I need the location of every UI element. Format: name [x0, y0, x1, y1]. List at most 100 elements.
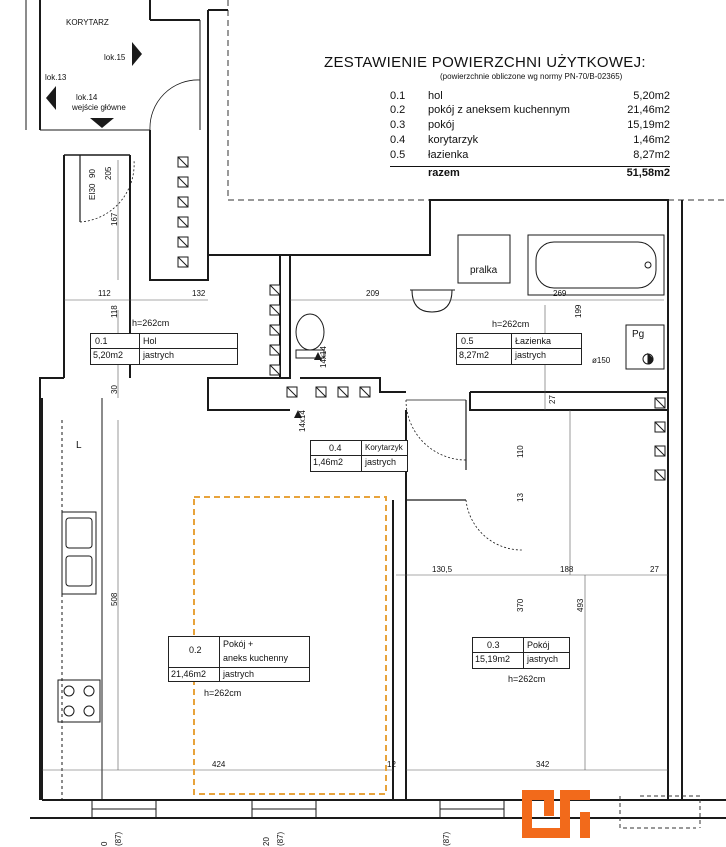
dim-27-a: 27 — [650, 565, 659, 574]
summary-row-no: 0.5 — [390, 149, 406, 161]
summary-row: 0.5 łazienka 8,27m2 — [390, 149, 670, 163]
room-area: 21,46m2 — [171, 669, 207, 679]
logo-dashes — [619, 795, 701, 829]
dim-342: 342 — [536, 760, 550, 769]
summary-row-no: 0.1 — [390, 90, 406, 102]
gas-pipe-label: ø150 — [592, 356, 611, 365]
room-box-pokoj-aneks: 0.2 Pokój + aneks kuchenny 21,46m2 jastr… — [168, 636, 310, 682]
summary-row-name: pokój — [428, 119, 455, 131]
hol-height: h=262cm — [132, 318, 170, 328]
dim-508: 508 — [110, 592, 119, 606]
dim-370: 370 — [516, 598, 525, 612]
summary-subtitle: (powierzchnie obliczone wg normy PN-70/B… — [440, 72, 623, 81]
room-no: 0.2 — [189, 645, 202, 655]
room-box-korytarzyk: 0.4 Korytarzyk 1,46m2 jastrych — [310, 440, 408, 472]
duct-size-label-b: 14x14 — [298, 410, 307, 432]
summary-row-area: 1,46m2 — [633, 134, 670, 146]
corridor-label: KORYTARZ — [66, 18, 109, 27]
dim-27-b: 27 — [548, 395, 557, 404]
bottom-dim-20: 20 — [262, 837, 271, 846]
duct-size-label-a: 14x14 — [319, 346, 328, 368]
dim-12: 12 — [387, 760, 396, 769]
orange-dashed-zone — [193, 496, 387, 795]
windows — [91, 799, 505, 819]
room-floor: jastrych — [527, 654, 559, 664]
summary-row-no: 0.4 — [390, 134, 406, 146]
summary-row-name: hol — [428, 90, 443, 102]
room-area: 15,19m2 — [475, 654, 511, 664]
pokoj-height: h=262cm — [508, 674, 546, 684]
room-box-hol: 0.1 Hol 5,20m2 jastrych — [90, 333, 238, 365]
room-name: Pokój — [527, 640, 550, 650]
logo-mark — [522, 790, 590, 838]
bathroom-fixtures — [295, 234, 665, 370]
bottom-dim-87-c: (87) — [442, 831, 451, 846]
summary-row: 0.3 pokój 15,19m2 — [390, 119, 670, 133]
dim-118: 118 — [110, 305, 119, 318]
doors — [64, 154, 523, 551]
kitchen-l-label: L — [76, 440, 82, 451]
summary-total-label: razem — [428, 167, 460, 179]
corridor-walls — [25, 0, 201, 131]
lok15-label: lok.15 — [104, 53, 126, 62]
room-name-line2: aneks kuchenny — [223, 653, 289, 663]
vent-ducts — [177, 156, 666, 481]
summary-row: 0.1 hol 5,20m2 — [390, 90, 670, 104]
room-area: 5,20m2 — [93, 350, 124, 360]
dim-269: 269 — [553, 289, 567, 298]
gas-label: Pg — [632, 329, 645, 340]
room-floor: jastrych — [223, 669, 255, 679]
room-area: 1,46m2 — [313, 457, 344, 467]
dim-130-5: 130,5 — [432, 565, 453, 574]
summary-row: 0.2 pokój z aneksem kuchennym 21,46m2 — [390, 104, 670, 118]
summary-row-no: 0.3 — [390, 119, 406, 131]
summary-row-name: korytarzyk — [428, 134, 479, 146]
summary-row: 0.4 korytarzyk 1,46m2 — [390, 134, 670, 148]
bottom-dim-0: 0 — [100, 841, 109, 846]
room-no: 0.3 — [487, 640, 500, 650]
summary-total-row: razem 51,58m2 — [390, 166, 670, 181]
room-floor: jastrych — [143, 350, 175, 360]
pokoj-aneks-height: h=262cm — [204, 688, 242, 698]
summary-row-name: pokój z aneksem kuchennym — [428, 104, 570, 116]
room-name: Hol — [143, 336, 157, 346]
dim-167: 167 — [110, 212, 119, 226]
bottom-dim-87-b: (87) — [276, 831, 285, 846]
room-no: 0.1 — [95, 336, 108, 346]
summary-row-area: 15,19m2 — [627, 119, 670, 131]
summary-row-name: łazienka — [428, 149, 469, 161]
dim-199: 199 — [574, 304, 583, 318]
room-name-line1: Pokój + — [223, 639, 254, 649]
door-205-label: 205 — [104, 166, 113, 180]
room-floor: jastrych — [515, 350, 547, 360]
lok13-label: lok.13 — [45, 73, 67, 82]
lazienka-height: h=262cm — [492, 319, 530, 329]
main-entrance-label: wejście główne — [72, 103, 126, 112]
summary-row-area: 21,46m2 — [627, 104, 670, 116]
door-90-label: 90 — [88, 169, 97, 178]
summary-row-no: 0.2 — [390, 104, 406, 116]
room-box-pokoj: 0.3 Pokój 15,19m2 jastrych — [472, 637, 570, 669]
bottom-dim-87-a: (87) — [114, 831, 123, 846]
dim-424: 424 — [212, 760, 226, 769]
room-area: 8,27m2 — [459, 350, 490, 360]
room-no: 0.5 — [461, 336, 474, 346]
dim-30: 30 — [110, 385, 119, 394]
door-ei30-label: EI30 — [88, 183, 97, 200]
room-floor: jastrych — [365, 457, 397, 467]
washer-label: pralka — [470, 265, 498, 276]
summary-total-area: 51,58m2 — [626, 167, 670, 179]
room-name: Korytarzyk — [365, 443, 403, 452]
dim-132: 132 — [192, 289, 206, 298]
room-box-lazienka: 0.5 Łazienka 8,27m2 jastrych — [456, 333, 582, 365]
dimension-lines — [42, 160, 668, 771]
dim-110: 110 — [516, 445, 525, 458]
arrows — [46, 42, 322, 418]
dim-13: 13 — [516, 493, 525, 502]
dim-209: 209 — [366, 289, 380, 298]
summary-row-area: 8,27m2 — [633, 149, 670, 161]
room-name: Łazienka — [515, 336, 552, 346]
lok14-label: lok.14 — [76, 93, 98, 102]
kitchen-counter — [57, 398, 103, 800]
room-no: 0.4 — [329, 443, 342, 453]
